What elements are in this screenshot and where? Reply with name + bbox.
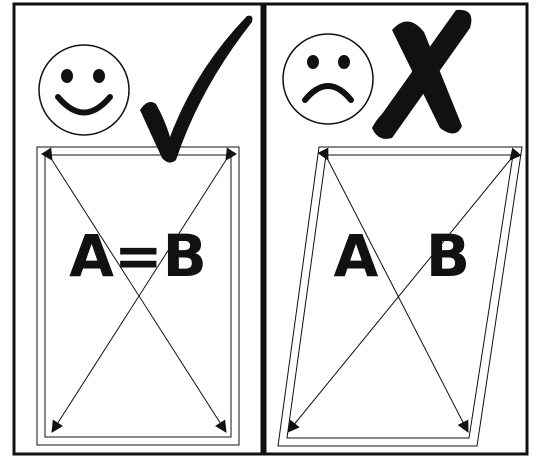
left-panel-frame [12, 2, 264, 456]
check-mark-icon [140, 15, 253, 163]
equal-diagonals-label: A=B [69, 222, 207, 290]
unequal-diagonal-label-b: B [426, 222, 470, 290]
unequal-diagonal-label-a: A [334, 222, 379, 290]
equal-diagonal-arrows [41, 147, 237, 433]
cross-mark-icon [372, 9, 472, 139]
frowny-face-icon [282, 33, 374, 125]
equal-rectangle-shape [36, 146, 240, 446]
smiley-face-icon [38, 44, 130, 136]
right-panel-frame [263, 2, 529, 456]
unequal-diagonal-arrows [287, 147, 522, 433]
skewed-parallelogram-shape [277, 146, 523, 447]
